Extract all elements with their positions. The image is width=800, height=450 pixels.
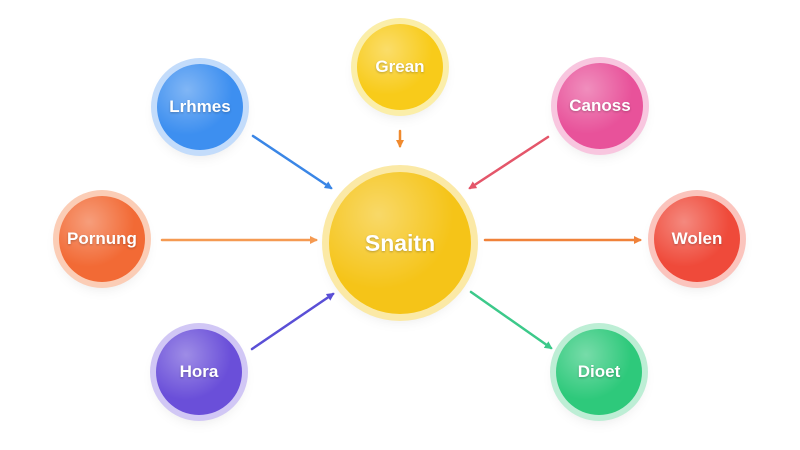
node-bottom-left: Hora: [156, 329, 242, 415]
node-top-right-label: Canoss: [569, 96, 631, 115]
node-left-label: Pornung: [67, 229, 137, 248]
node-top-right: Canoss: [557, 63, 643, 149]
node-right: Wolen: [654, 196, 740, 282]
node-right-label: Wolen: [671, 229, 723, 248]
connector-bottom-left: [250, 292, 335, 351]
node-top: Grean: [357, 24, 443, 110]
node-top-left-label: Lrhmes: [169, 97, 231, 116]
connector-bottom-right: [469, 290, 553, 350]
node-bottom-right: Dioet: [556, 329, 642, 415]
node-bottom-right-label: Dioet: [577, 362, 621, 381]
connector-top-left: [251, 134, 333, 190]
node-left: Pornung: [59, 196, 145, 282]
center-node: Snaitn: [329, 172, 471, 314]
node-bottom-left-label: Hora: [179, 362, 219, 381]
connector-top-right: [468, 135, 550, 190]
node-top-label: Grean: [375, 57, 425, 76]
center-node-label: Snaitn: [364, 229, 436, 256]
node-top-left: Lrhmes: [157, 64, 243, 150]
